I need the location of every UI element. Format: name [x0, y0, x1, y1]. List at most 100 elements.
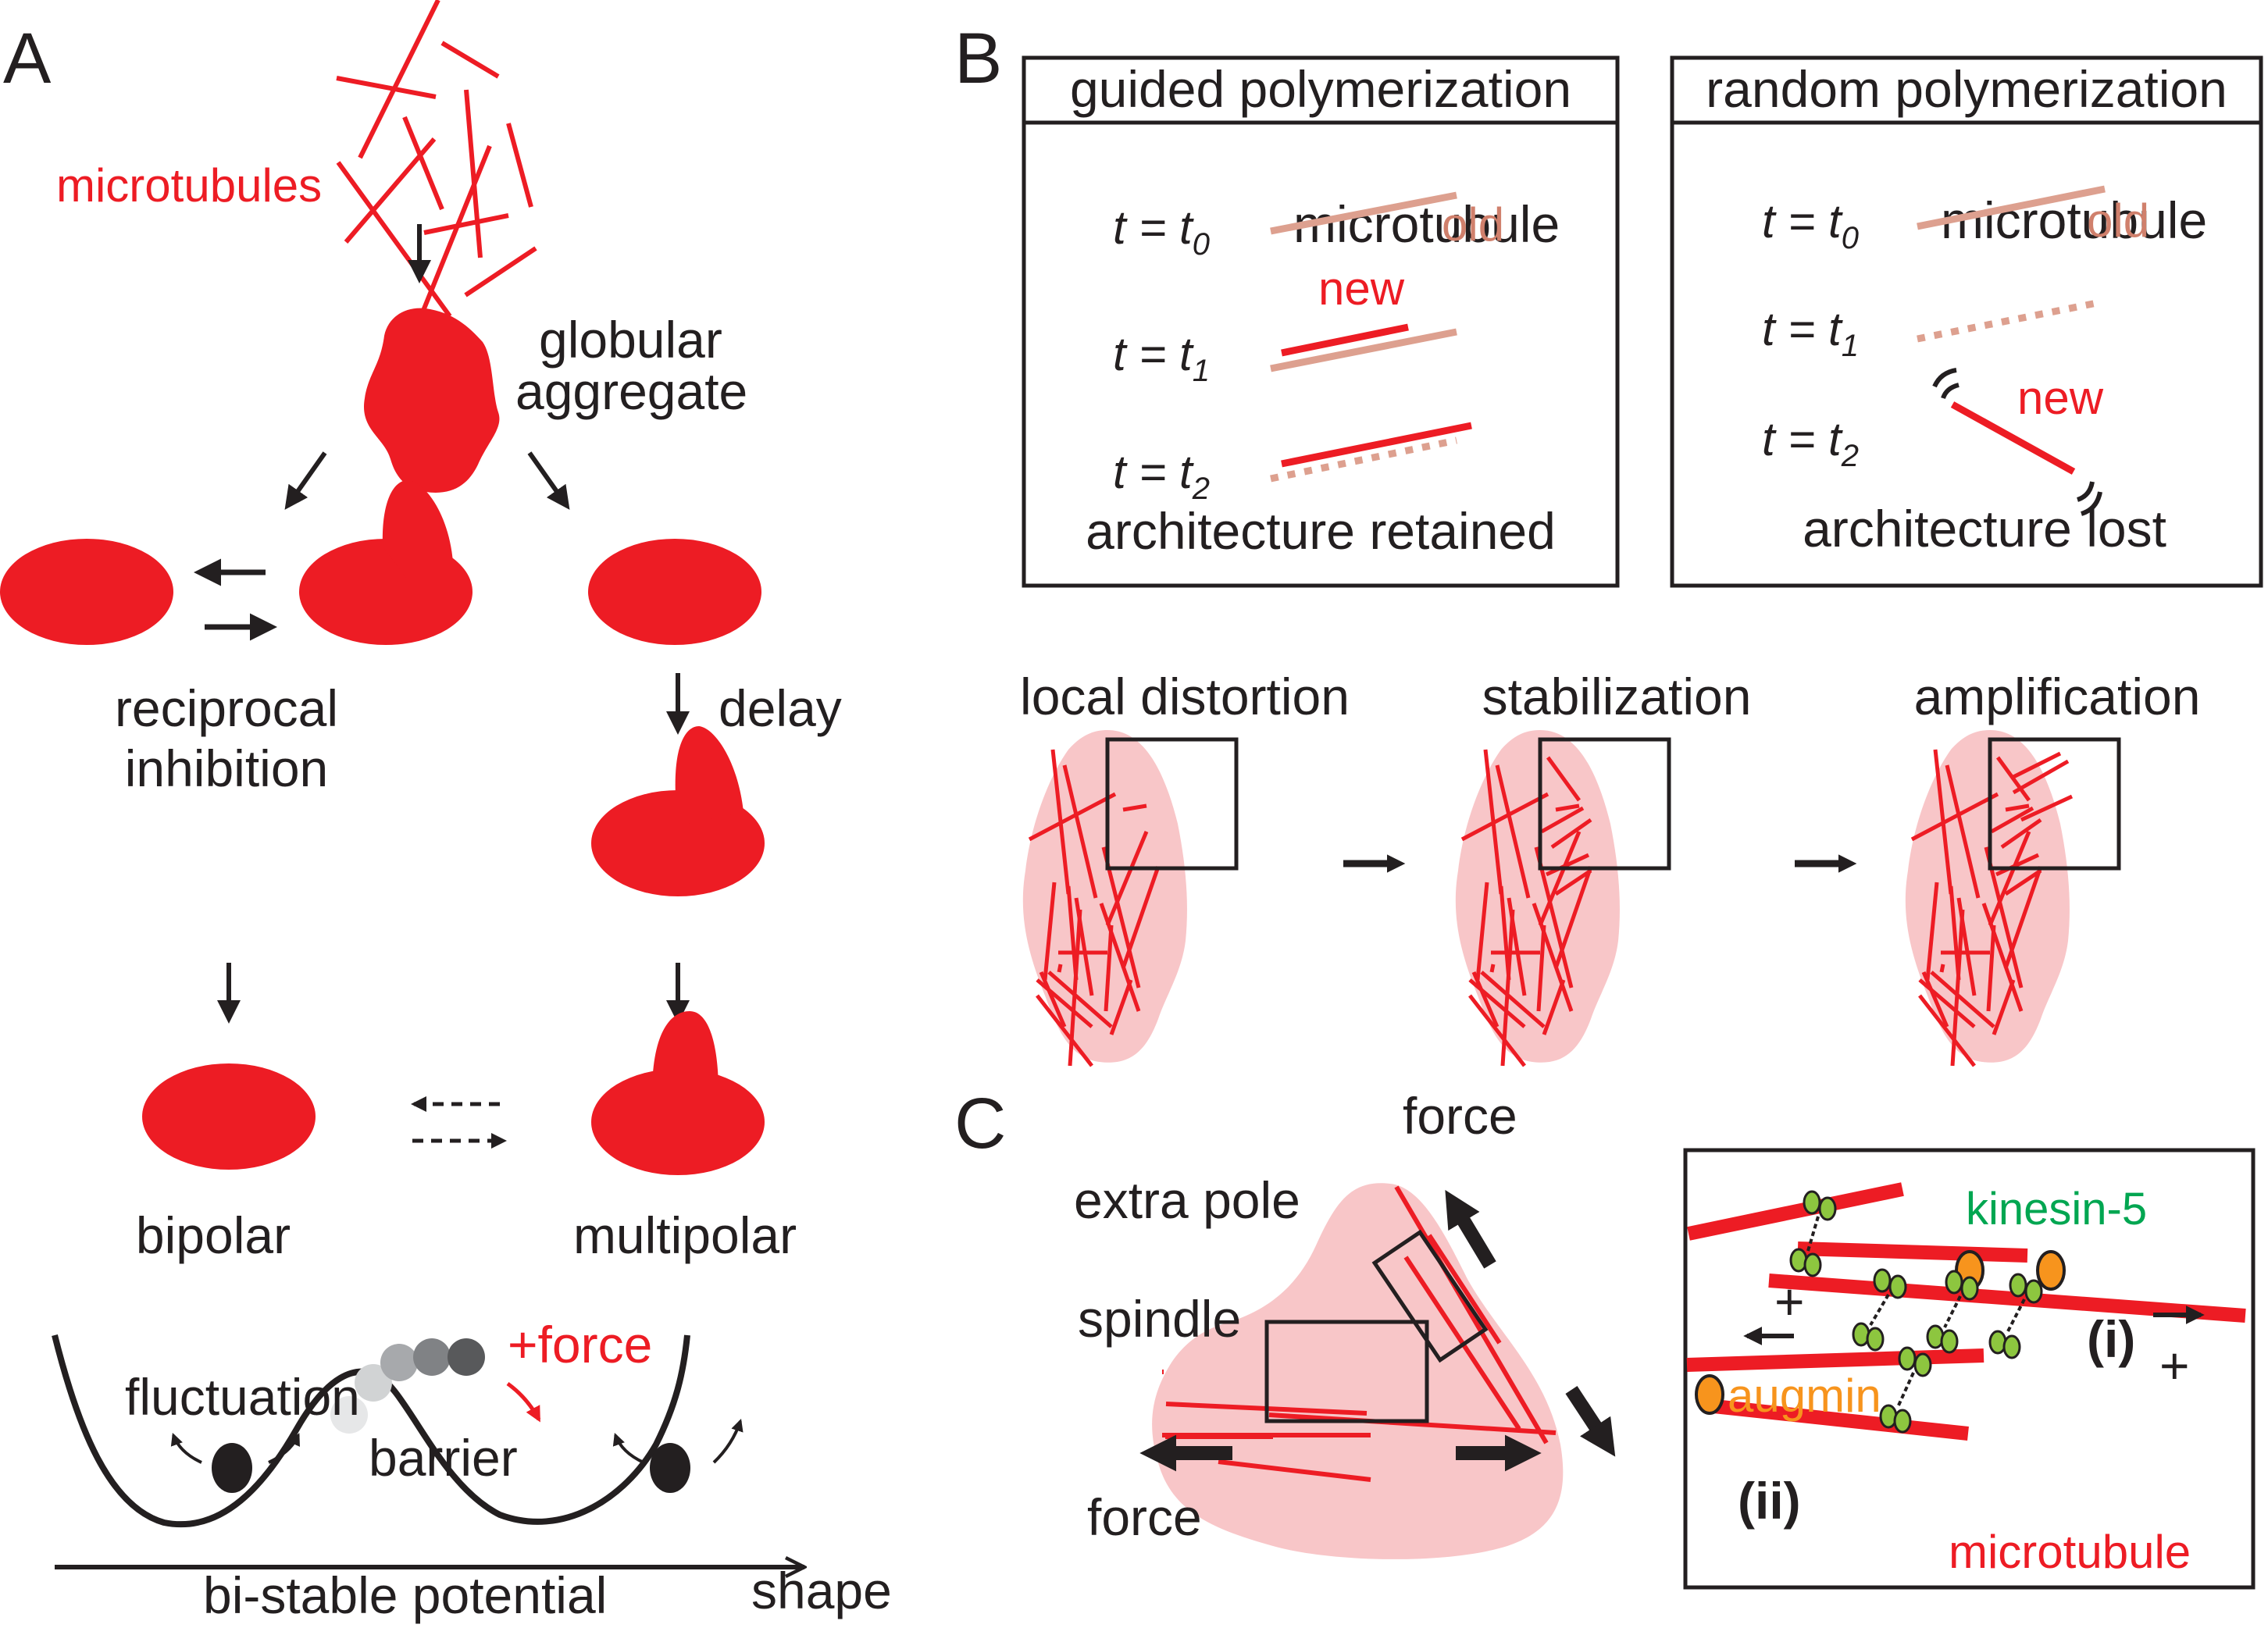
time-label: t = t1	[1762, 303, 1859, 363]
reciprocal-label-line1: reciprocal	[115, 679, 338, 737]
globular-label-line2: aggregate	[515, 362, 747, 420]
microtubule-filament	[1921, 971, 1949, 1028]
microtubule-filament	[1555, 803, 1580, 812]
plus-end-label: +	[1774, 1273, 1805, 1331]
panel-b: B guided polymerization microtubule t = …	[954, 19, 2263, 1067]
new-label: new	[1318, 262, 1405, 315]
augmin-icons	[1695, 1250, 2066, 1415]
fluctuation-arrow-icon	[268, 1433, 300, 1464]
plus-end-label: +	[2159, 1337, 2190, 1395]
panel-a-label: A	[3, 19, 52, 98]
multipolar-shape	[591, 726, 765, 896]
random-microtubule-label: microtubule	[1941, 191, 2207, 249]
panel-c: C	[954, 1084, 2256, 1590]
microtubule-filament	[1990, 806, 2034, 834]
fluctuation-arrow-icon	[612, 1432, 644, 1464]
microtubule-filament	[1910, 792, 1999, 842]
bistable-potential-diagram: +force fluctuation barrier bi-stable pot…	[52, 1316, 892, 1624]
random-result: architecture lost	[1803, 500, 2166, 558]
microtubule-filament	[1036, 994, 1093, 1067]
fluctuation-arrow-icon	[170, 1432, 202, 1464]
bipolar-ellipse-shape	[0, 539, 173, 645]
ball-icon	[650, 1443, 690, 1493]
random-title: random polymerization	[1706, 60, 2227, 118]
shape-axis-label: shape	[751, 1562, 892, 1619]
microtubule-filament	[1475, 882, 1489, 981]
stage-blob	[1455, 730, 1671, 1067]
ball-trace	[330, 1396, 368, 1434]
microtubule-filament	[402, 116, 444, 211]
ball-trace	[355, 1364, 392, 1402]
microtubule-filament	[1471, 971, 1500, 1028]
focus-box	[1105, 737, 1239, 871]
multipolar-label: multipolar	[573, 1206, 797, 1264]
microtubule-filament	[464, 246, 537, 297]
microtubule-filament	[1104, 924, 1114, 1012]
kinesin-motor	[1789, 1190, 1837, 1277]
new-label: new	[2017, 372, 2104, 424]
potential-title: bi-stable potential	[203, 1566, 607, 1624]
old-microtubule	[1917, 185, 2106, 230]
microtubule-filament	[1099, 903, 1141, 1012]
guided-result: architecture retained	[1086, 502, 1556, 560]
microtubule-filament	[1043, 882, 1057, 981]
fluctuation-label: fluctuation	[125, 1368, 360, 1426]
microtubule-filament	[2000, 818, 2042, 850]
kinesin-motor	[1879, 1346, 1932, 1434]
inset-microtubules	[1686, 1182, 2246, 1441]
microtubule-filament	[412, 144, 492, 333]
guided-microtubule-label: microtubule	[1293, 195, 1560, 253]
ball-trace	[413, 1338, 451, 1376]
microtubule-filament	[1534, 846, 1574, 989]
kinesin-icons	[1789, 1190, 2043, 1434]
microtubule-filament	[1480, 971, 1546, 1028]
aggregate-shape	[1022, 730, 1187, 1063]
microtubule-filament	[1536, 924, 1546, 1012]
bipolar-ellipse-shape	[142, 1063, 316, 1170]
multipolar-shape	[591, 1011, 765, 1175]
zoom-box-extra-pole	[1371, 1229, 1489, 1363]
time-label: t = t2	[1762, 413, 1859, 473]
ball-icon	[212, 1443, 252, 1493]
kinesin-motor	[1926, 1270, 1979, 1354]
microtubule-filament	[2012, 751, 2062, 779]
label-ii: (ii)	[1738, 1472, 1801, 1530]
microtubule-filament	[2004, 868, 2042, 896]
old-microtubule-depolymerizing	[1917, 298, 2102, 343]
microtubule-filament	[1550, 818, 1592, 850]
microtubule-filament	[1122, 803, 1147, 812]
old-label: old	[2087, 194, 2149, 247]
arrow-down-left-icon	[284, 451, 327, 510]
microtubule-filament	[1540, 806, 1585, 834]
microtubule-filament	[1925, 882, 1939, 981]
panel-b-label: B	[954, 19, 1002, 98]
stage-blob	[1905, 730, 2121, 1067]
microtubule-filament	[1995, 756, 2031, 802]
focus-box	[1538, 737, 1671, 871]
focus-box	[1988, 737, 2121, 871]
microtubule-filament	[1532, 903, 1574, 1012]
microtubule-filament	[358, 0, 440, 159]
kinesin-motor	[1852, 1268, 1907, 1352]
globular-aggregate-shape	[364, 308, 500, 493]
aggregate-shape	[1905, 730, 2070, 1063]
microtubule-filament	[1047, 971, 1113, 1028]
delay-label: delay	[719, 679, 842, 737]
force-label-bottom: force	[1087, 1488, 1202, 1546]
force-label-top: force	[1403, 1087, 1517, 1145]
microtubule-filament	[1062, 764, 1098, 899]
microtubule-filament	[1546, 756, 1582, 802]
microtubule-filament	[1028, 792, 1117, 842]
time-label: t = t0	[1113, 201, 1210, 262]
label-i: (i)	[2087, 1310, 2135, 1368]
stage-blobs	[1022, 730, 2121, 1067]
guided-polymerization-box: guided polymerization microtubule t = t0…	[1022, 55, 1620, 588]
new-microtubule	[1281, 422, 1472, 468]
globular-label-line1: globular	[539, 311, 722, 369]
kinesin-motor	[1988, 1273, 2043, 1359]
microtubule-filament	[1542, 979, 1566, 1035]
panel-c-label: C	[954, 1084, 1006, 1163]
spindle-microtubules	[1162, 1185, 1557, 1482]
microtubule-filament	[1495, 764, 1531, 899]
